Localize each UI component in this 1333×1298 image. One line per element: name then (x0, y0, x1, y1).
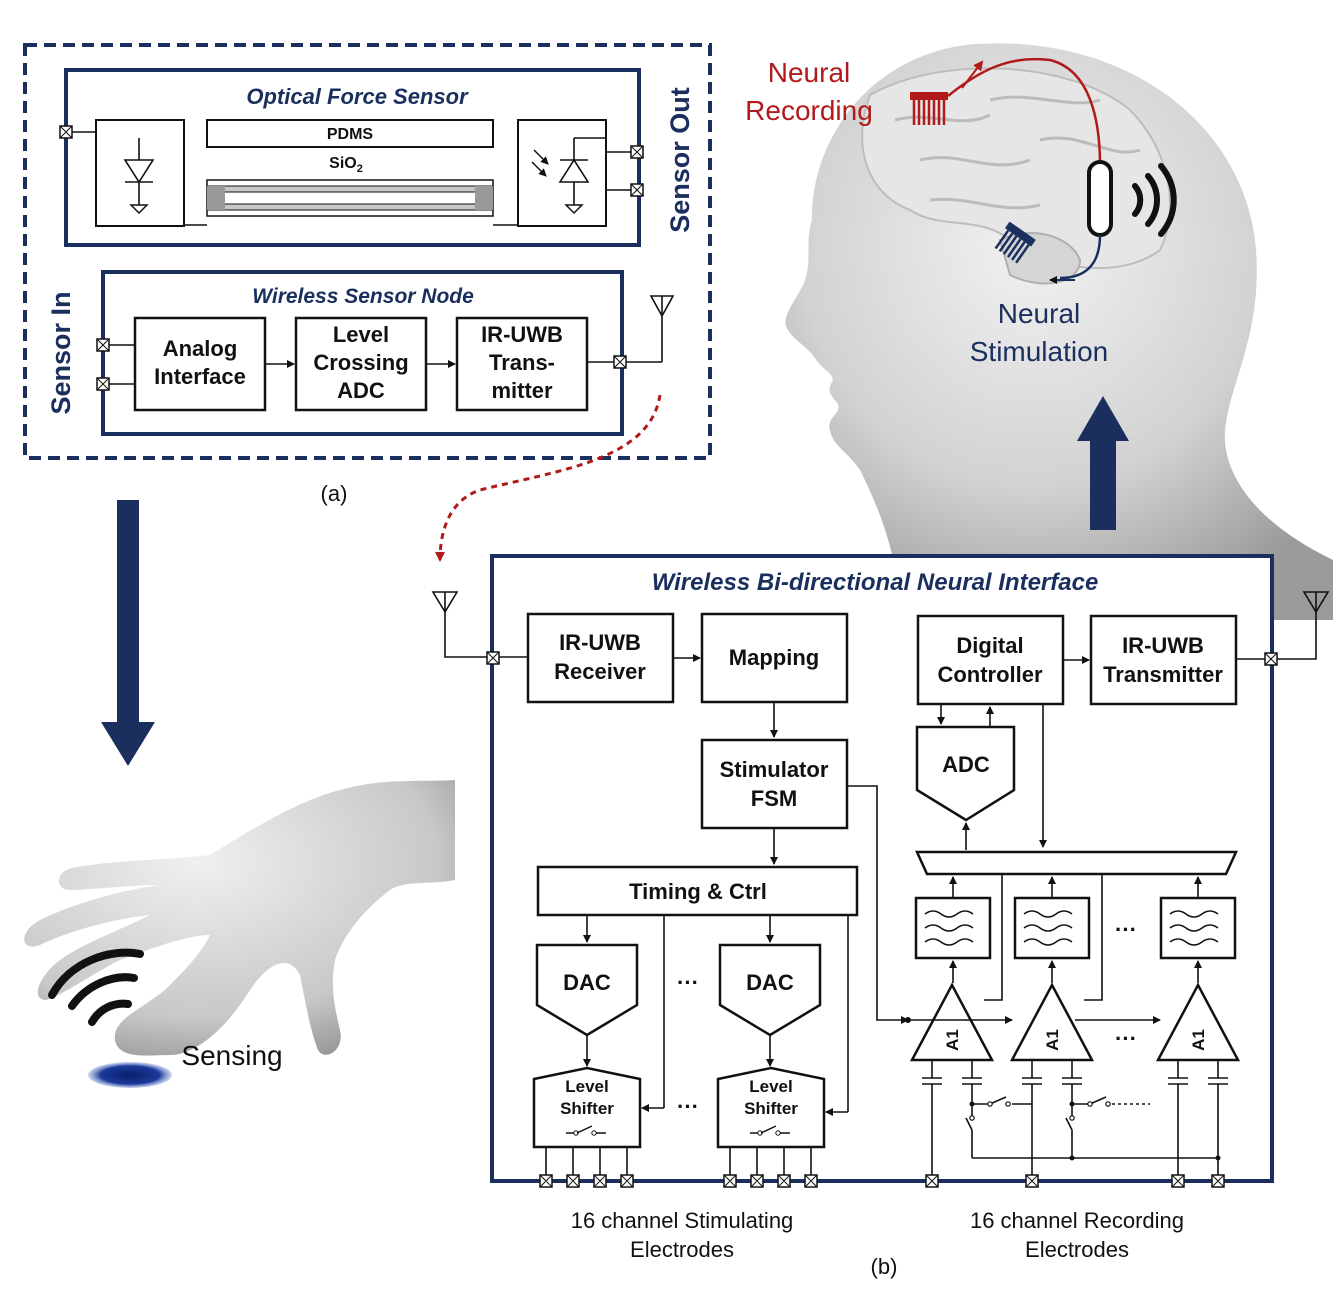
dac-block-2: DAC (718, 915, 822, 1067)
optical-force-sensor: Optical Force Sensor PDMS SiO2 (59, 68, 644, 247)
sio2-label: SiO2 (329, 155, 363, 175)
rec-electrode-terminals (925, 1174, 1225, 1188)
photodiode-right-icon (531, 138, 590, 215)
optical-sensor-title: Optical Force Sensor (246, 84, 469, 109)
sensor-pad (88, 1062, 172, 1088)
shifter-ellipsis: ··· (677, 1094, 699, 1119)
tx-label-1: IR-UWB (481, 322, 563, 347)
hand-wireless-icon (48, 948, 144, 1026)
stimulation-electrode-icon (994, 221, 1102, 284)
mapping-label: Mapping (729, 645, 819, 670)
mapping-block (700, 612, 849, 704)
human-head-illustration (785, 43, 1333, 620)
fsm-label-2: FSM (751, 786, 797, 811)
pdms-label: PDMS (327, 126, 374, 143)
stimulator-fsm-block (700, 738, 849, 830)
amplifier-3: A1 (1155, 982, 1241, 1062)
tx-antenna-icon (1272, 591, 1330, 660)
analog-label-2: Interface (154, 364, 246, 389)
implant-device-icon (1087, 160, 1113, 237)
amp-ellipsis: ··· (1115, 1026, 1137, 1051)
analog-interface-block (133, 316, 267, 412)
level-shifter-1: Level Shifter (532, 915, 665, 1175)
rx-label-2: Receiver (554, 659, 646, 684)
level-crossing-adc-block (294, 316, 428, 412)
panel-b: Wireless Bi-directional Neural Interface… (431, 554, 1330, 1279)
panel-b-title: Wireless Bi-directional Neural Interface (652, 569, 1099, 596)
sensor-node-title: Wireless Sensor Node (252, 285, 474, 308)
tx-label-2: Trans- (489, 350, 555, 375)
rx-antenna-icon (431, 591, 492, 658)
amplifier-2: A1 (1009, 982, 1095, 1062)
hand-illustration (24, 780, 455, 1088)
amplifier-1: A1 (909, 982, 995, 1062)
pdms-layer (206, 119, 494, 148)
panel-b-caption: (b) (871, 1254, 898, 1279)
shifter-label-2: Shifter (560, 1099, 614, 1118)
digital-label-1: Digital (956, 633, 1023, 658)
ir-uwb-receiver-block (526, 612, 675, 704)
sensor-in-label: Sensor In (46, 291, 76, 414)
digital-label-2: Controller (937, 662, 1043, 687)
rec-caption-1: 16 channel Recording (970, 1208, 1184, 1233)
wireless-sensor-node: Wireless Sensor Node Analog Interface Le… (96, 270, 675, 436)
down-arrow-icon (101, 500, 155, 766)
input-network (922, 1060, 1228, 1175)
panel-a-caption: (a) (321, 481, 348, 506)
filter-block-1 (914, 876, 992, 983)
adc-block: ADC (915, 704, 1016, 850)
sensor-out-label: Sensor Out (665, 87, 695, 233)
tx-b-label-2: Transmitter (1103, 662, 1223, 687)
timing-ctrl-block (536, 865, 859, 917)
shifter-label-1: Level (565, 1077, 608, 1096)
multiplexer (915, 850, 1238, 876)
stim-caption-1: 16 channel Stimulating (571, 1208, 794, 1233)
amp-label: A1 (943, 1029, 962, 1051)
shifter-label-1: Level (749, 1077, 792, 1096)
neural-recording-label-1: Neural (768, 57, 850, 88)
dac-ellipsis: ··· (677, 970, 699, 995)
antenna-icon (649, 295, 675, 318)
waveguide-layers (206, 179, 494, 217)
fsm-label-1: Stimulator (720, 757, 829, 782)
adc-label-3: ADC (337, 378, 385, 403)
digital-controller-block (916, 614, 1065, 706)
amp-label: A1 (1189, 1029, 1208, 1051)
neural-stimulation-label-1: Neural (998, 298, 1080, 329)
tx-label-3: mitter (491, 378, 553, 403)
analog-label-1: Analog (163, 336, 238, 361)
neural-stimulation-label-2: Stimulation (970, 336, 1109, 367)
recording-electrode-icon (910, 57, 1102, 166)
neural-recording-label-2: Recording (745, 95, 873, 126)
adc-b-label: ADC (942, 752, 990, 777)
amp-label: A1 (1043, 1029, 1062, 1051)
sensing-label: Sensing (181, 1040, 282, 1071)
panel-a: Optical Force Sensor PDMS SiO2 (23, 43, 712, 506)
dac-block-1: DAC (535, 915, 639, 1067)
tx-b-label-1: IR-UWB (1122, 633, 1204, 658)
sensor-terminal (59, 125, 644, 197)
rx-label-1: IR-UWB (559, 630, 641, 655)
stim-caption-2: Electrodes (630, 1237, 734, 1262)
wireless-signal-icon (1132, 163, 1177, 237)
ir-uwb-transmitter-block (1089, 614, 1238, 706)
wireless-link-arrow (435, 394, 662, 562)
up-arrow-icon (1077, 396, 1129, 530)
panel-a-dashed-frame (23, 43, 712, 460)
dac-label: DAC (563, 970, 611, 995)
shifter-label-2: Shifter (744, 1099, 798, 1118)
filter-block-3 (1159, 876, 1237, 983)
filter-block-2 (1013, 876, 1091, 983)
filter-ellipsis: ··· (1115, 917, 1137, 942)
adc-label-1: Level (333, 322, 389, 347)
stim-electrode-terminals (539, 1174, 818, 1188)
photodiode-left-icon (123, 138, 155, 215)
timing-label: Timing & Ctrl (629, 879, 767, 904)
ir-uwb-tx-block (455, 316, 589, 412)
level-shifter-2: Level Shifter (716, 915, 849, 1175)
dac-label: DAC (746, 970, 794, 995)
rec-caption-2: Electrodes (1025, 1237, 1129, 1262)
adc-label-2: Crossing (313, 350, 408, 375)
